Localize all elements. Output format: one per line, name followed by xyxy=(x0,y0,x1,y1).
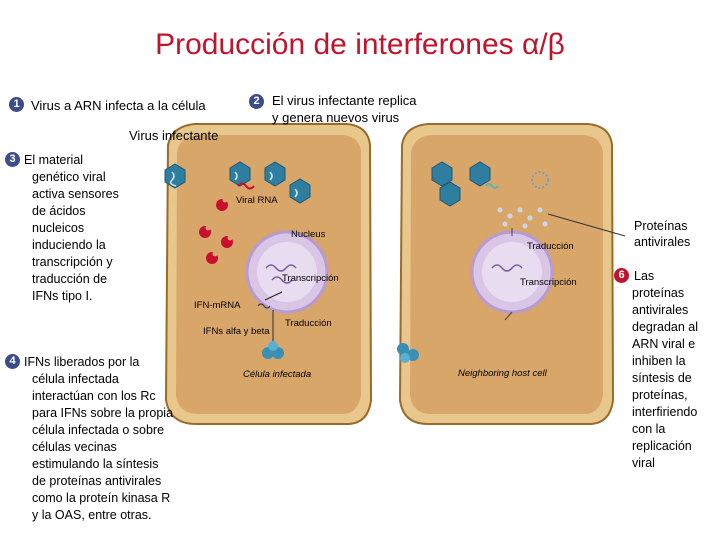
step-6-line: antivirales xyxy=(632,303,689,317)
step-4-line: IFNs liberados por la xyxy=(24,355,140,369)
step-4-line: células vecinas xyxy=(32,440,117,454)
transcripcion-label: Transcripción xyxy=(282,273,339,284)
neighboring-cell-nucleus xyxy=(470,230,554,314)
step-3-line: El material xyxy=(24,153,84,167)
step-3-badge: 3 xyxy=(5,152,20,167)
step-6-line: proteínas, xyxy=(632,388,688,402)
rna-sensor-icon xyxy=(199,197,233,264)
step-3-line: de ácidos xyxy=(32,204,86,218)
step-4-line: célula infectada xyxy=(32,372,119,386)
transcription-arrow xyxy=(504,311,513,321)
step-6-line: replicación xyxy=(632,439,692,453)
ifn-protein-icon xyxy=(262,341,284,359)
step-6-line: proteínas xyxy=(632,286,685,300)
step-4-badge: 4 xyxy=(5,354,20,369)
step-3-line: induciendo la xyxy=(32,238,106,252)
proteinas-antivirales-label-2: antivirales xyxy=(634,235,691,249)
degrading-virus-icon xyxy=(531,171,549,189)
virus-infectante-label: Virus infectante xyxy=(129,128,219,143)
nucleus-label: Nucleus xyxy=(291,229,326,240)
step-1-text: Virus a ARN infecta a la célula xyxy=(31,98,206,113)
ifn-mrna-squiggle xyxy=(257,303,271,309)
traduccion-label: Traducción xyxy=(285,318,332,329)
step-3-line: genético viral xyxy=(32,170,106,184)
step-6-line: interfiriendo xyxy=(632,405,698,419)
ifn-released-icon xyxy=(397,343,419,363)
step-6-line: ARN viral e xyxy=(632,337,696,351)
step-3-line: traducción de xyxy=(32,272,108,286)
antiviral-pointer-line xyxy=(547,213,626,237)
new-virus-icon xyxy=(229,161,311,204)
ifn-mrna-arrow xyxy=(264,291,283,301)
step-6-line: con la xyxy=(632,422,666,436)
step-3-line: IFNs tipo I. xyxy=(32,289,93,303)
step-3-line: transcripción y xyxy=(32,255,113,269)
step-4-line: como la proteín kinasa R xyxy=(32,491,171,505)
step-3-line: nucleicos xyxy=(32,221,85,235)
viral-rna-label: Viral RNA xyxy=(236,195,278,206)
step-2-line-2: y genera nuevos virus xyxy=(272,110,400,125)
step-6-line: síntesis de xyxy=(632,371,692,385)
page-title: Producción de interferones α/β xyxy=(155,28,565,61)
traduccion-right-label: Traducción xyxy=(527,241,574,252)
virus-in-neighbor-icon xyxy=(431,161,491,207)
step-4-line: para IFNs sobre la propia xyxy=(32,406,174,420)
ifn-mrna-label: IFN-mRNA xyxy=(194,300,241,311)
step-6-line: Las xyxy=(634,269,655,283)
step-4-line: y la OAS, entre otras. xyxy=(32,508,152,522)
step-3-line: activa sensores xyxy=(32,187,119,201)
step-2-line-1: El virus infectante replica xyxy=(272,93,417,108)
step-6-line: degradan al xyxy=(632,320,699,334)
step-6-badge: 6 xyxy=(614,268,629,283)
celula-infectada-label: Célula infectada xyxy=(243,369,312,380)
step-4-line: interactúan con los Rc xyxy=(32,389,156,403)
step-2-badge: 2 xyxy=(249,94,264,109)
step-6-line: inhiben la xyxy=(632,354,686,368)
transcripcion-right-label: Transcripción xyxy=(520,277,577,288)
incoming-virus-icon xyxy=(164,163,186,189)
infected-cell-nucleus xyxy=(245,230,329,314)
neighboring-host-cell-label: Neighboring host cell xyxy=(458,368,547,379)
step-4-line: de proteínas antivirales xyxy=(32,474,162,488)
ifns-alfa-beta-label: IFNs alfa y beta xyxy=(203,326,270,337)
step-4-line: célula infectada o sobre xyxy=(32,423,165,437)
viral-rna-icon xyxy=(237,182,255,190)
proteinas-antivirales-label-1: Proteínas xyxy=(634,219,688,233)
step-4-line: estimulando la síntesis xyxy=(32,457,159,471)
antiviral-protein-dots xyxy=(497,207,548,229)
step-1-badge: 1 xyxy=(9,97,24,112)
step-6-line: viral xyxy=(632,456,655,470)
degraded-rna-icon xyxy=(485,183,499,189)
